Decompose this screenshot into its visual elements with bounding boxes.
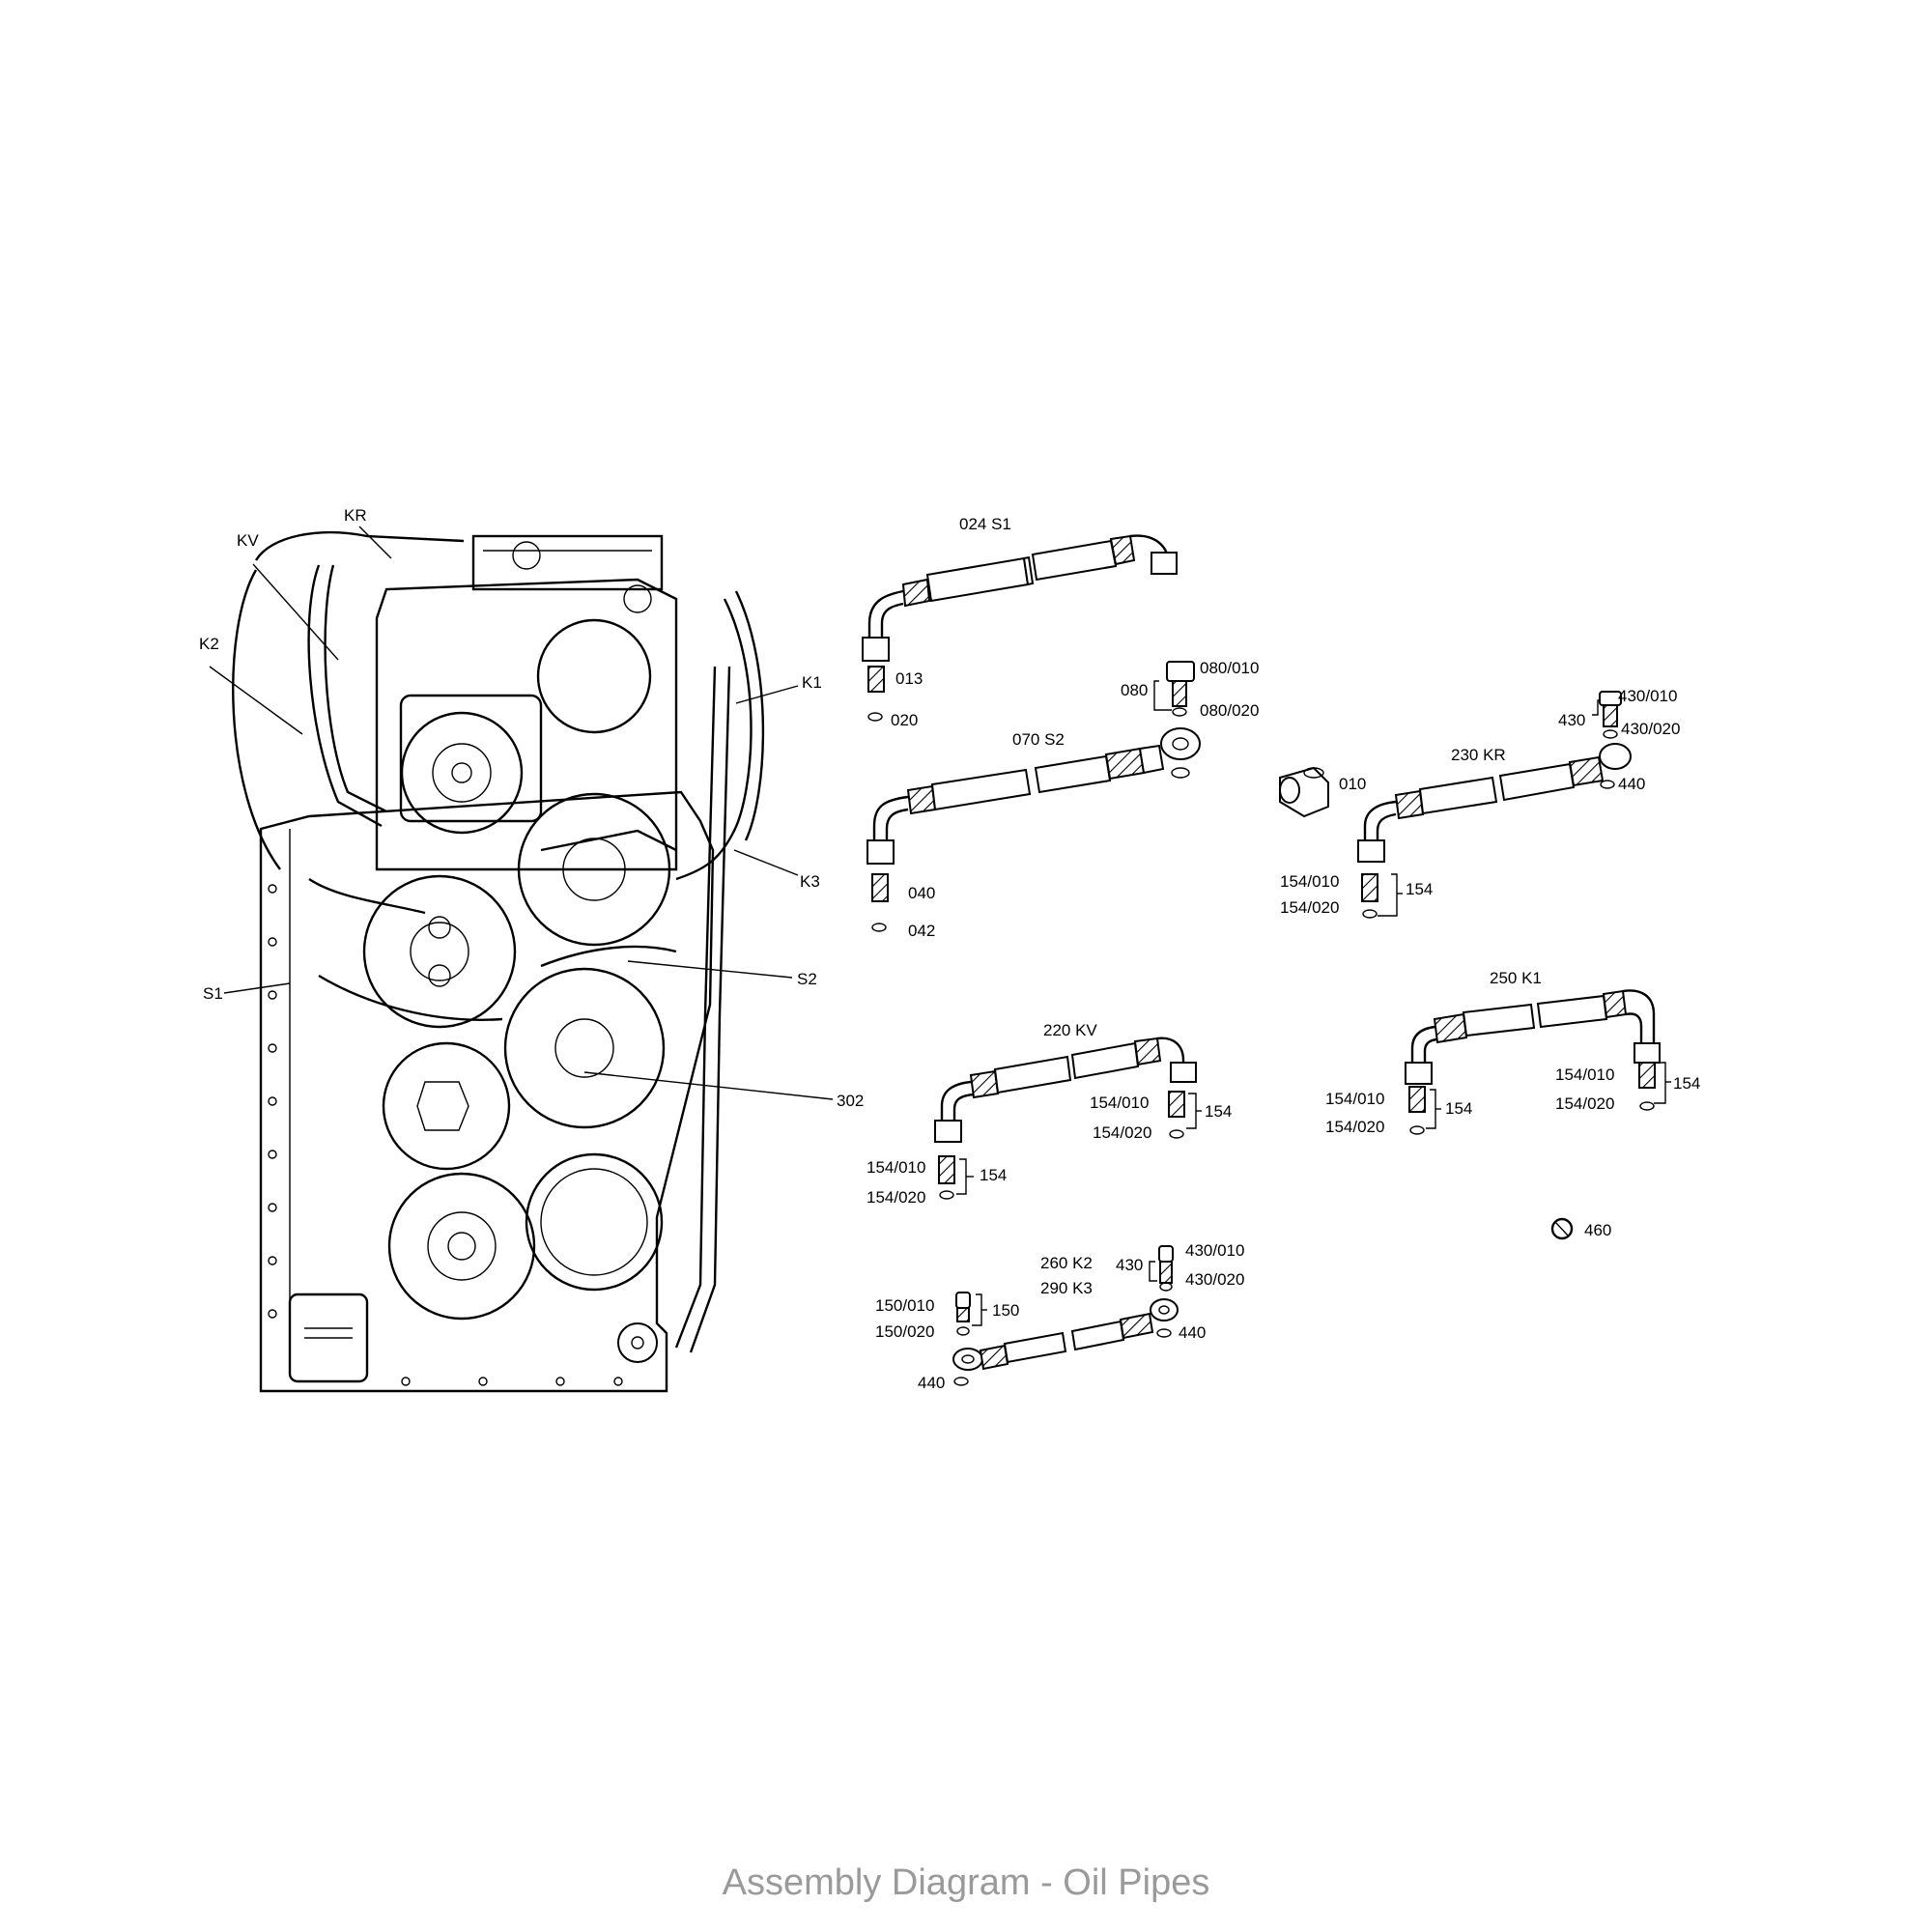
pipe-070-s2 xyxy=(867,661,1201,932)
part-154-020-c: 154/020 xyxy=(1555,1094,1614,1113)
part-013: 013 xyxy=(895,669,923,688)
fitting-010 xyxy=(1279,766,1329,818)
part-154-020-d: 154/020 xyxy=(1093,1123,1151,1142)
label-k2: K2 xyxy=(199,635,219,653)
label-s2: S2 xyxy=(797,970,817,988)
clutch-middle-right xyxy=(503,967,666,1129)
pipe-230-kr xyxy=(1357,691,1632,919)
diagram-caption: Assembly Diagram - Oil Pipes xyxy=(722,1862,1210,1903)
part-010: 010 xyxy=(1339,775,1366,793)
part-020: 020 xyxy=(891,711,918,729)
part-070-s2: 070 S2 xyxy=(1012,730,1065,749)
part-154-e: 154 xyxy=(980,1166,1007,1184)
part-154-c: 154 xyxy=(1673,1074,1700,1093)
part-430-a: 430 xyxy=(1558,711,1585,729)
transmission-housing: KR KV K2 K1 K3 S1 S2 302 xyxy=(199,506,864,1393)
part-230-kr: 230 KR xyxy=(1451,746,1506,764)
part-250-k1: 250 K1 xyxy=(1490,969,1542,987)
label-302: 302 xyxy=(837,1092,864,1110)
control-valve-block xyxy=(471,534,664,591)
cover-lower-right xyxy=(525,1152,664,1292)
output-gear-upper xyxy=(382,1041,511,1171)
part-154-b: 154 xyxy=(1445,1099,1472,1118)
pipe-220-kv xyxy=(934,1037,1202,1200)
label-k3: K3 xyxy=(800,872,820,891)
housing-leader-lines xyxy=(209,526,834,1100)
part-150-020: 150/020 xyxy=(875,1322,934,1341)
part-220-kv: 220 KV xyxy=(1043,1021,1097,1039)
part-430-b: 430 xyxy=(1116,1256,1143,1274)
part-260-k2: 260 K2 xyxy=(1040,1254,1093,1272)
part-154-010-c: 154/010 xyxy=(1555,1065,1614,1084)
part-154-010-d: 154/010 xyxy=(1090,1094,1149,1112)
flange-bolt-holes xyxy=(268,884,623,1386)
part-440-a: 440 xyxy=(1618,775,1645,793)
part-154-020-b: 154/020 xyxy=(1325,1118,1384,1136)
part-154-010-b: 154/010 xyxy=(1325,1090,1384,1108)
part-154-020-e: 154/020 xyxy=(867,1188,925,1207)
part-430-010-b: 430/010 xyxy=(1185,1241,1244,1260)
clutch-upper-right xyxy=(517,792,671,947)
pipe-024-s1 xyxy=(862,534,1178,722)
label-kr: KR xyxy=(344,506,367,525)
part-154-020-a: 154/020 xyxy=(1280,898,1339,917)
label-k1: K1 xyxy=(802,673,822,692)
part-430-020-b: 430/020 xyxy=(1185,1270,1244,1289)
pipe-260-k2-290-k3 xyxy=(952,1245,1179,1386)
part-150-010: 150/010 xyxy=(875,1296,934,1315)
label-kv: KV xyxy=(237,531,259,550)
pipe-250-k1 xyxy=(1405,989,1671,1135)
part-460: 460 xyxy=(1584,1221,1611,1239)
part-430-020-a: 430/020 xyxy=(1621,720,1680,738)
part-150: 150 xyxy=(992,1301,1019,1320)
access-plate xyxy=(288,1293,369,1383)
clip-460 xyxy=(1550,1217,1574,1240)
part-154-010-a: 154/010 xyxy=(1280,872,1339,891)
part-290-k3: 290 K3 xyxy=(1040,1279,1093,1297)
output-flange-lower xyxy=(387,1172,536,1321)
part-440-c: 440 xyxy=(918,1374,945,1392)
part-080: 080 xyxy=(1121,681,1148,699)
part-154-a: 154 xyxy=(1406,880,1433,898)
part-154-010-e: 154/010 xyxy=(867,1158,925,1177)
housing-oil-pipes xyxy=(232,530,765,1363)
part-040: 040 xyxy=(908,884,935,902)
pump-flange xyxy=(400,711,524,835)
part-042: 042 xyxy=(908,922,935,940)
label-s1: S1 xyxy=(203,984,223,1003)
part-154-d: 154 xyxy=(1205,1102,1232,1121)
part-080-020: 080/020 xyxy=(1200,701,1259,720)
clutch-middle-left xyxy=(362,874,517,1029)
part-430-010-a: 430/010 xyxy=(1618,687,1677,705)
part-024-s1: 024 S1 xyxy=(959,515,1011,533)
part-440-b: 440 xyxy=(1179,1323,1206,1342)
part-080-010: 080/010 xyxy=(1200,659,1259,677)
main-cover-circle xyxy=(536,618,652,734)
